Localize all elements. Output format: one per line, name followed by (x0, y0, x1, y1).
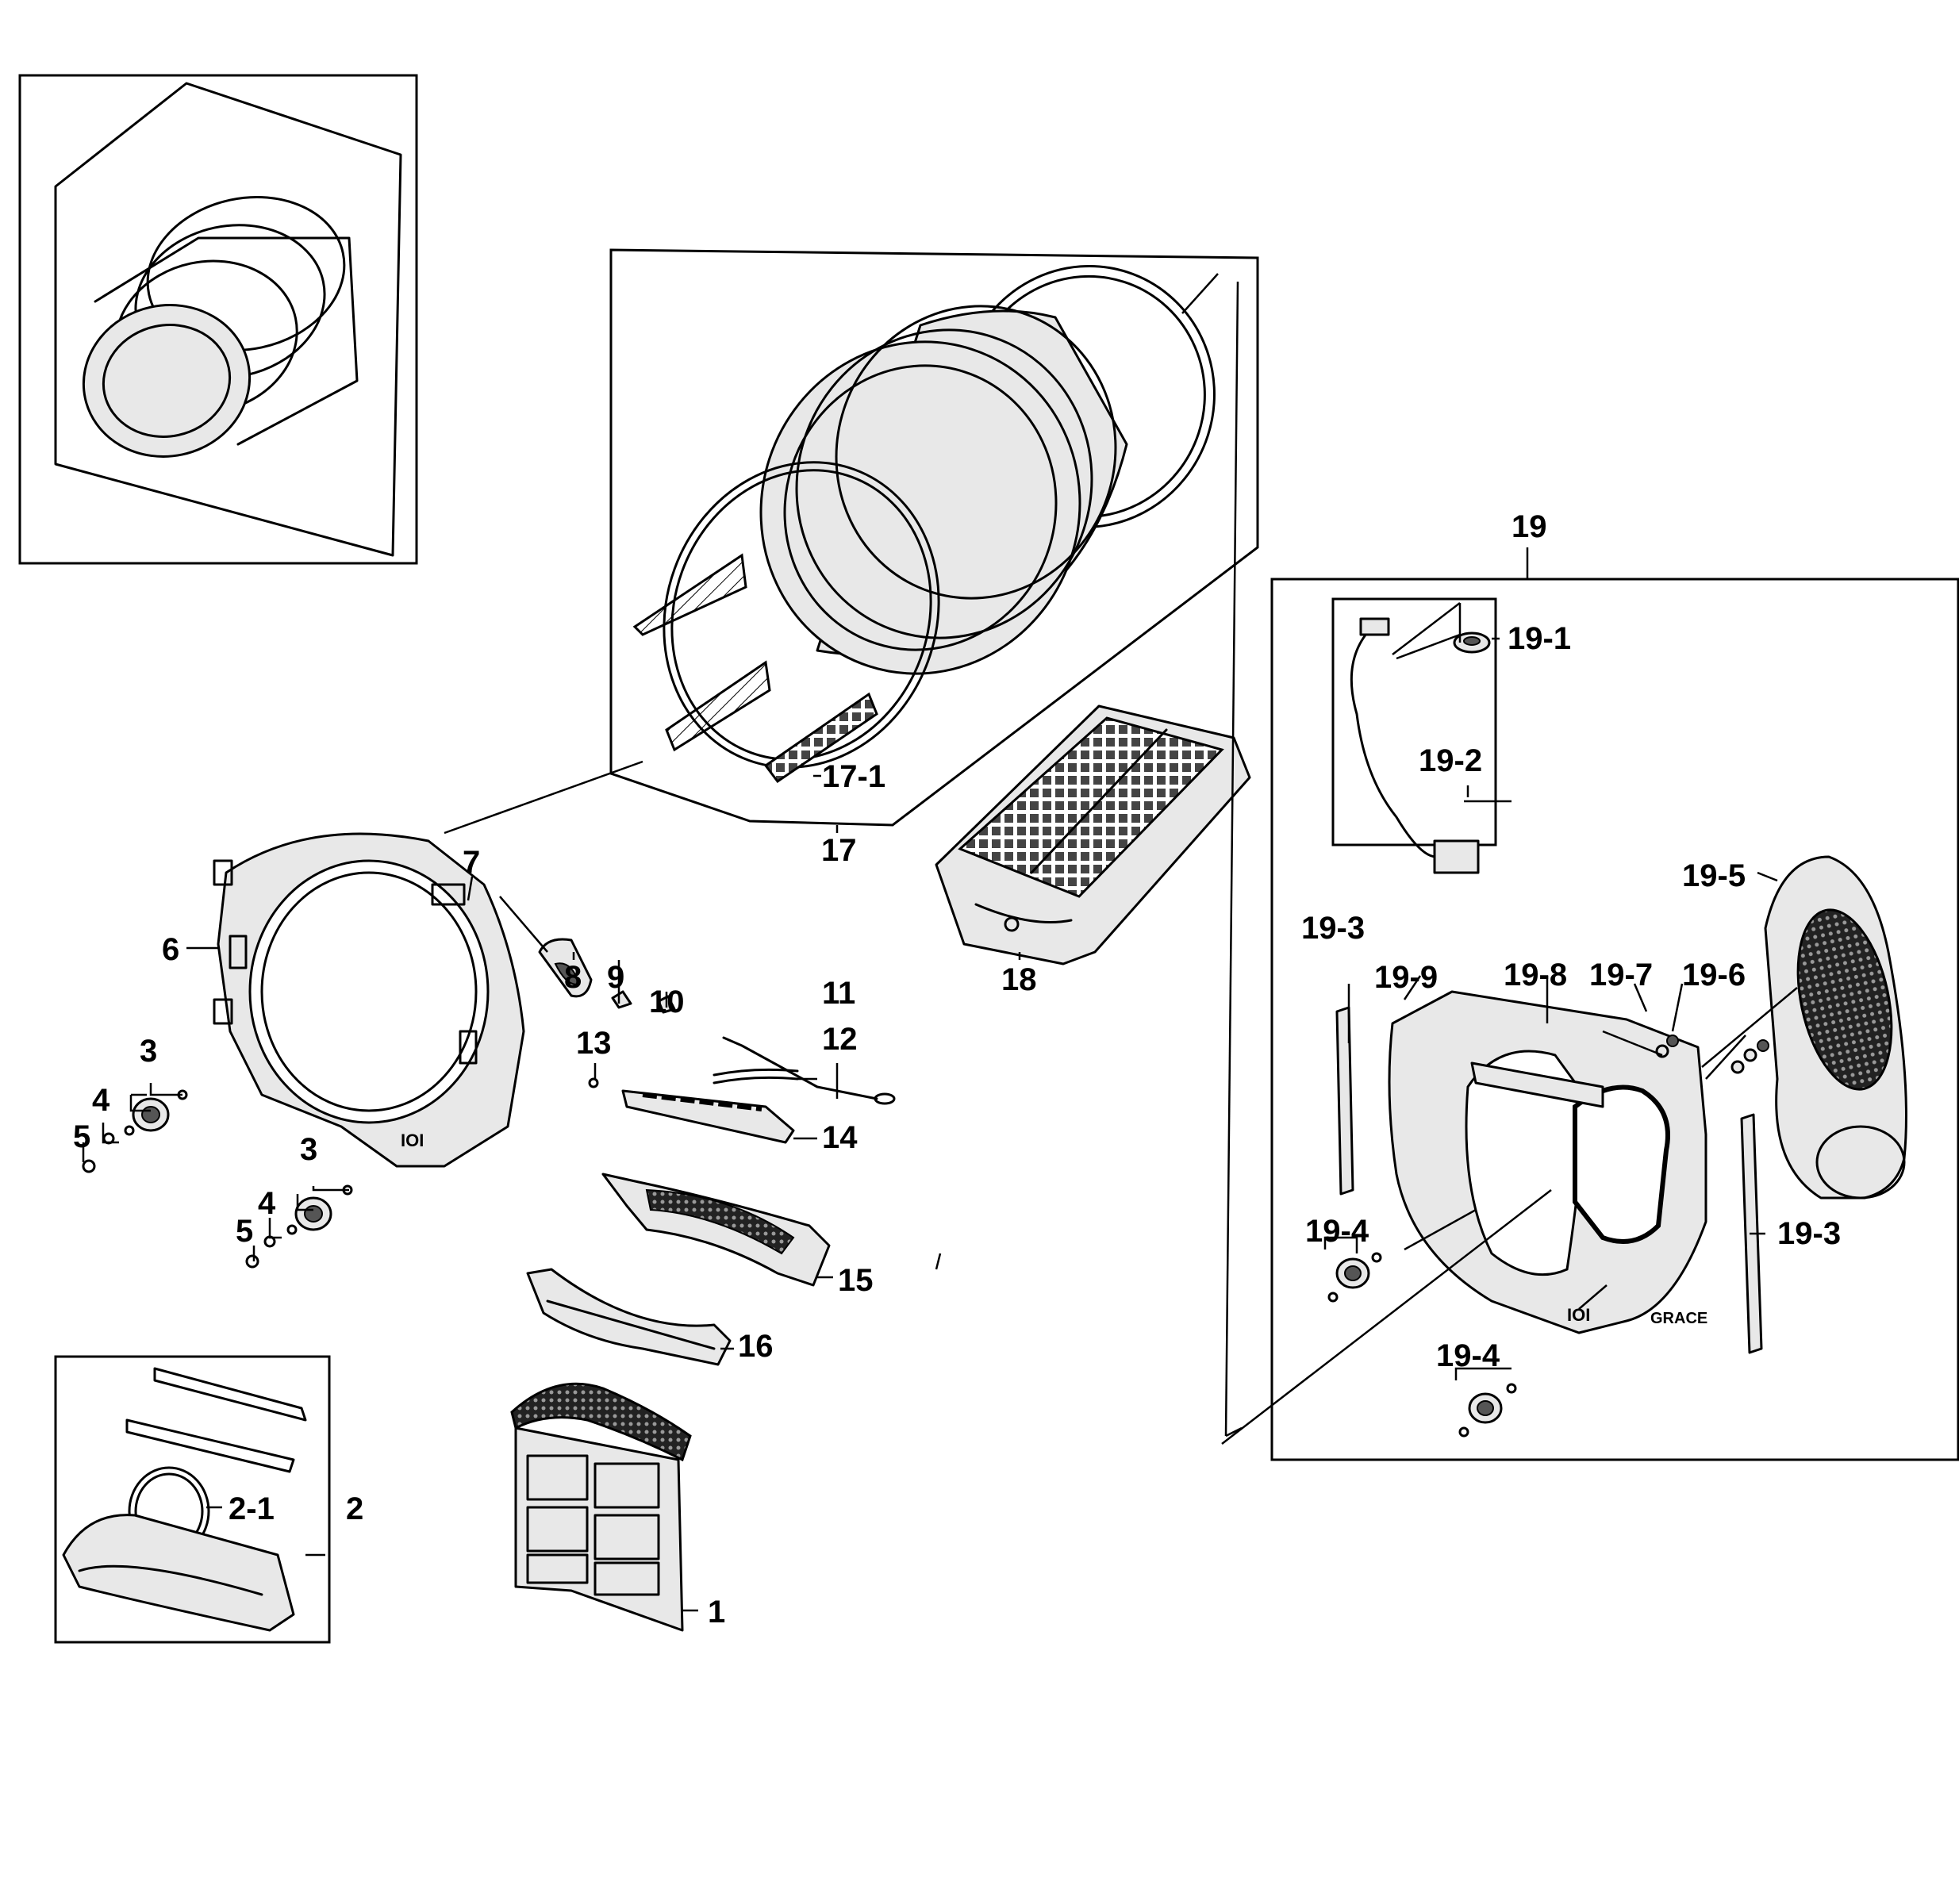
callout-12: 12 (822, 1022, 858, 1057)
callout-2-1: 2-1 (229, 1491, 275, 1526)
rear-duct-19-5 (1764, 855, 1907, 1200)
callout-13: 13 (576, 1026, 612, 1061)
door-switch-parts (538, 938, 676, 1014)
drum-lifters (632, 553, 878, 784)
cabinet-outline (54, 82, 402, 557)
filter-tray (935, 704, 1251, 965)
grace-logo: GRACE (1650, 1310, 1707, 1327)
door-opening (248, 859, 490, 1124)
drum (759, 264, 1216, 675)
front-frame: IOI (213, 832, 525, 1168)
callout-5-upper: 5 (73, 1119, 90, 1154)
lifter-b (665, 660, 771, 752)
callout-1: 1 (708, 1595, 725, 1630)
part-13 (588, 1077, 599, 1088)
callout-19-9: 19-9 (1374, 960, 1438, 995)
fastener-19-4-upper (1327, 1252, 1382, 1303)
callout-19-2: 19-2 (1419, 743, 1482, 778)
harness-19-2 (1350, 617, 1480, 874)
callout-15: 15 (838, 1263, 874, 1298)
callout-19-4-lower: 19-4 (1436, 1338, 1500, 1373)
callout-19-7: 19-7 (1589, 958, 1653, 992)
drum-assembly-group (609, 248, 1259, 827)
callout-19-6: 19-6 (1682, 958, 1746, 992)
lifter-17-1 (763, 692, 878, 784)
lifter-a (632, 553, 747, 636)
callout-4-lower: 4 (258, 1186, 276, 1221)
rear-assembly-group: IOI GRACE (1270, 578, 1959, 1461)
callout-10: 10 (649, 985, 685, 1019)
callout-19-4-upper: 19-4 (1305, 1214, 1369, 1249)
lint-duct-upper (601, 1173, 831, 1287)
callout-11: 11 (822, 976, 855, 1011)
callout-8: 8 (564, 960, 582, 995)
part-12 (722, 1036, 878, 1100)
leader-lines (444, 273, 1798, 1445)
fastener-set-upper (82, 1089, 188, 1173)
callout-6: 6 (162, 932, 179, 967)
callout-3-lower: 3 (300, 1132, 317, 1167)
callout-19-3-left: 19-3 (1301, 911, 1365, 946)
callout-9: 9 (607, 960, 624, 995)
callout-14: 14 (822, 1120, 858, 1155)
callout-4-upper: 4 (92, 1083, 110, 1118)
rear-bulkhead-19-9: IOI GRACE (1388, 990, 1707, 1334)
harness-and-sensor-parts (588, 1036, 896, 1144)
callout-19-5: 19-5 (1682, 858, 1746, 893)
callout-17: 17 (821, 833, 857, 868)
bracket-19-8 (1470, 1061, 1604, 1108)
lint-duct-lower (526, 1268, 732, 1366)
callout-labels: 1 2 2-1 3 3 4 4 5 5 6 7 8 9 10 11 12 13 … (73, 509, 1841, 1630)
duct-strip-lower (125, 1418, 295, 1473)
lint-filter (510, 1382, 692, 1632)
callout-5-lower: 5 (236, 1214, 253, 1249)
fastener-set-lower (245, 1184, 353, 1269)
duct-strip-upper (153, 1367, 307, 1422)
callout-18: 18 (1001, 962, 1037, 997)
front-drum-seal (663, 461, 940, 769)
callout-3-upper: 3 (140, 1034, 157, 1069)
svg-text:IOI: IOI (401, 1130, 424, 1150)
callout-2: 2 (346, 1491, 363, 1526)
callout-17-1: 17-1 (822, 759, 885, 794)
callout-19-3-right: 19-3 (1777, 1216, 1841, 1251)
part-14 (621, 1089, 795, 1144)
duct-assembly-group (54, 1355, 331, 1644)
callout-19-8: 19-8 (1504, 958, 1567, 992)
overview-drum-assembly (82, 196, 359, 458)
callout-16: 16 (738, 1329, 774, 1364)
fastener-19-4-lower (1458, 1383, 1517, 1438)
callout-19-1: 19-1 (1508, 621, 1571, 656)
fasteners-19-6-19-7 (1655, 1035, 1769, 1074)
callout-7: 7 (463, 845, 480, 880)
callout-leaders (82, 547, 1778, 1612)
callout-19: 19 (1512, 509, 1547, 544)
overview-inset (18, 74, 418, 565)
